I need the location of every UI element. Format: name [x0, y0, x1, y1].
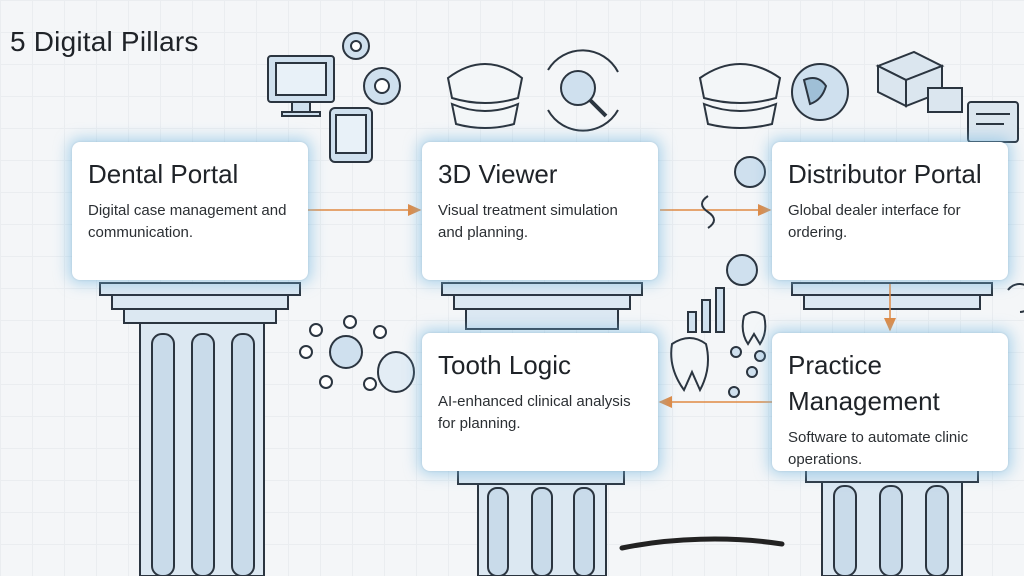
refresh-icon-edge	[1007, 283, 1024, 313]
box-icon	[875, 50, 963, 113]
card-description: Global dealer interface for ordering.	[788, 202, 961, 241]
card-title: Tooth Logic	[438, 350, 571, 380]
card-title: Distributor Portal	[788, 159, 982, 189]
growth-arrows-icon	[687, 287, 725, 333]
currency-icon	[701, 156, 766, 286]
pillar-center	[441, 282, 643, 576]
card-title: Dental Portal	[88, 159, 239, 189]
tooth-icon	[670, 311, 767, 393]
search-refresh-icon	[547, 49, 619, 132]
brain-network-icon	[299, 315, 415, 393]
card-practice-management: Practice Management Software to automate…	[772, 333, 1008, 471]
document-icon	[967, 101, 1019, 143]
monitor-icon	[267, 55, 335, 117]
card-description: Digital case management and communicatio…	[88, 202, 287, 241]
card-title: Practice Management	[788, 350, 940, 416]
gear-icon	[342, 32, 401, 105]
tablet-icon	[329, 107, 373, 163]
card-dental-portal: Dental Portal Digital case management an…	[72, 142, 308, 280]
globe-icon	[791, 63, 849, 121]
card-3d-viewer: 3D Viewer Visual treatment simulation an…	[422, 142, 658, 280]
brush-stroke	[619, 536, 785, 551]
card-description: AI-enhanced clinical analysis for planni…	[438, 393, 631, 432]
page-title: 5 Digital Pillars	[10, 26, 199, 57]
dentures-icon-right	[698, 63, 782, 129]
network-nodes-icon	[728, 346, 766, 398]
card-title: 3D Viewer	[438, 159, 558, 189]
card-tooth-logic: Tooth Logic AI-enhanced clinical analysi…	[422, 333, 658, 471]
card-description: Visual treatment simulation and planning…	[438, 202, 618, 241]
dentures-icon	[446, 63, 524, 129]
card-description: Software to automate clinic operations.	[788, 429, 969, 468]
card-distributor-portal: Distributor Portal Global dealer interfa…	[772, 142, 1008, 280]
pillar-right	[791, 282, 993, 576]
pillar-left	[99, 282, 301, 576]
